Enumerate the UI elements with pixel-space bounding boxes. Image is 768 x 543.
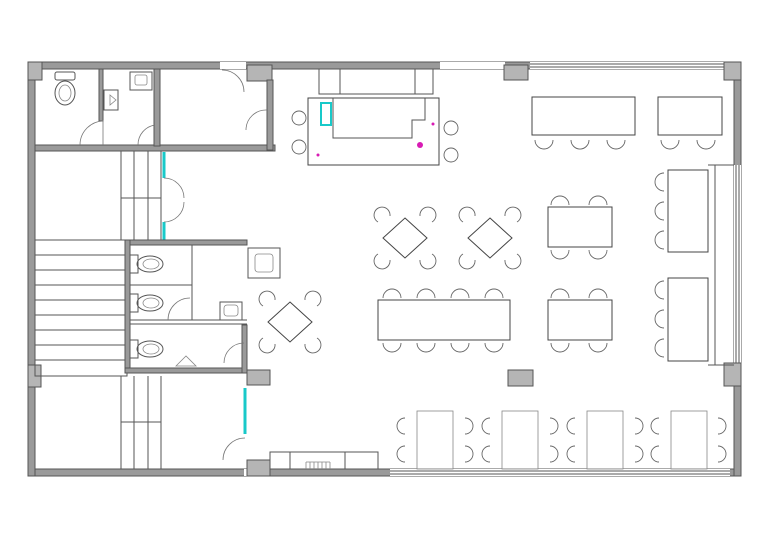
square-table [373, 206, 437, 270]
rect-tables-4-seat [547, 195, 613, 353]
square-tables-4-seat [258, 206, 522, 354]
bar-stools [291, 110, 459, 163]
booth-tables [531, 96, 734, 366]
bar-counter [307, 68, 440, 166]
banquet-table-8-seat [377, 288, 511, 353]
staircase [34, 151, 185, 469]
square-table [258, 290, 322, 354]
restroom-upper [34, 68, 276, 152]
window-side-counter-seating [396, 410, 727, 470]
restroom-lower [124, 239, 281, 461]
entrance-doors [269, 451, 379, 470]
exterior-walls [27, 61, 742, 477]
square-table [458, 206, 522, 270]
structural-columns [27, 61, 742, 477]
